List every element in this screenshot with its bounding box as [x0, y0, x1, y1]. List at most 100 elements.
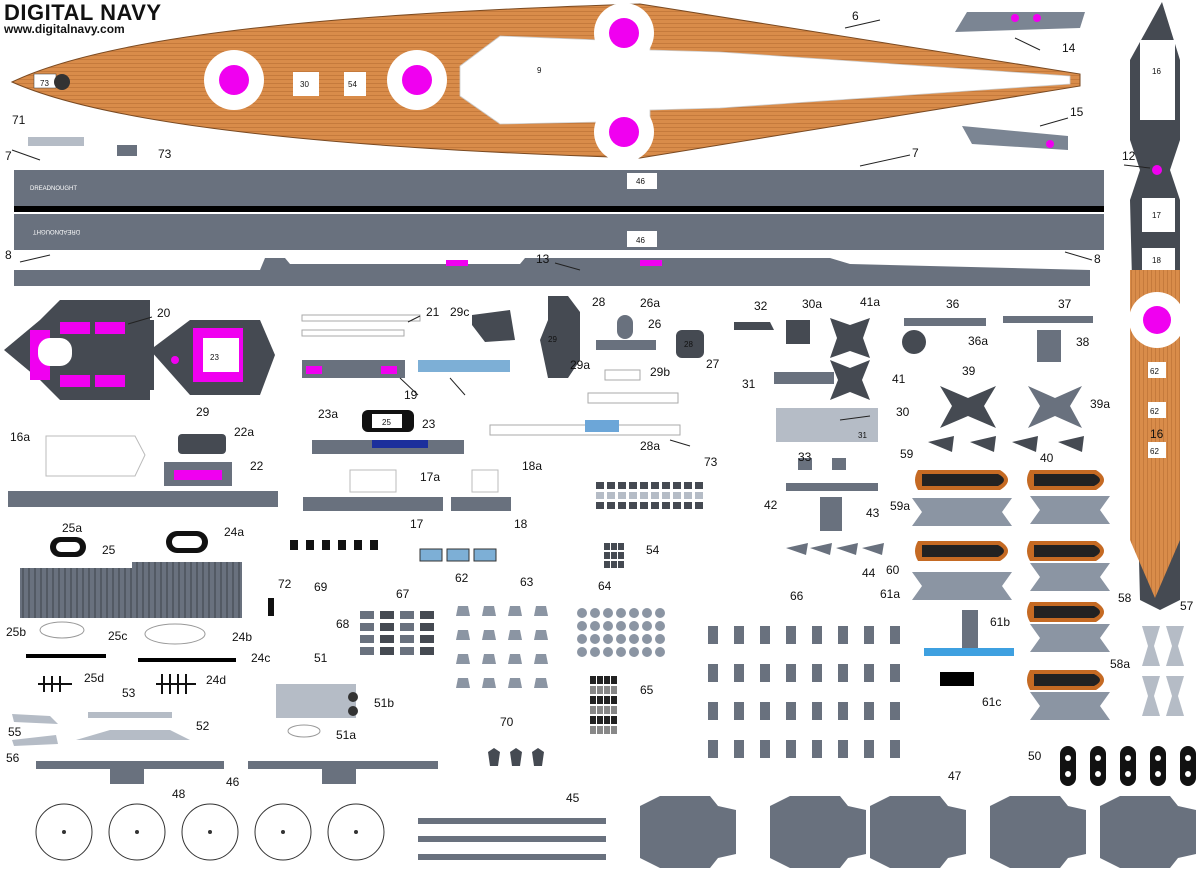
leader-line: [127, 316, 153, 325]
part-7-divider: [14, 206, 1104, 212]
part-number-label: 23a: [318, 407, 338, 421]
part-number-label: 25b: [6, 625, 26, 639]
part-57: [1142, 676, 1160, 716]
part-65-item: [577, 621, 587, 631]
part-61c: [940, 672, 974, 686]
part-number-label: 17a: [420, 470, 440, 484]
deck-mark: 25: [382, 418, 391, 427]
part-24b: [144, 623, 206, 645]
part-70-item: [338, 540, 346, 550]
part-67-item: [734, 626, 744, 644]
part-number-label: 15: [1070, 105, 1084, 119]
part-13-mark-b: [640, 260, 662, 266]
part-50-hole: [1155, 755, 1161, 761]
part-47: [990, 796, 1086, 868]
part-65-item: [603, 608, 613, 618]
part-67-item: [864, 702, 874, 720]
deck-mark: 31: [858, 431, 867, 440]
deck-label-46-upper-box: [627, 173, 657, 189]
deck-mark: 17: [1152, 211, 1161, 220]
part-62: [473, 548, 497, 562]
part-19-mark-b: [381, 366, 397, 374]
part-number-label: 64: [598, 579, 612, 593]
part-50-hole: [1155, 771, 1161, 777]
part-16: [8, 491, 278, 507]
part-50-hole: [1185, 771, 1191, 777]
part-74-cell: [596, 492, 604, 499]
part-number-label: 41a: [860, 295, 880, 309]
part-51b-b: [348, 706, 358, 716]
part-number-label: 29: [196, 405, 210, 419]
part-28: [540, 296, 580, 378]
part-65-item: [577, 608, 587, 618]
part-70-item: [306, 540, 314, 550]
part-70-item: [290, 540, 298, 550]
part-number-label: 29a: [570, 358, 590, 372]
part-number-label: 42: [764, 498, 778, 512]
part-number-label: 25a: [62, 521, 82, 535]
part-62: [446, 548, 470, 562]
part-66-cell: [590, 696, 596, 704]
part-32: [734, 322, 774, 330]
part-68-cell: [380, 611, 394, 619]
part-number-label: 24c: [251, 651, 270, 665]
part-67-item: [838, 664, 848, 682]
part-63-item: [456, 678, 470, 688]
deck-mark: 23: [210, 353, 219, 362]
part-63-item: [508, 606, 522, 616]
boat-58a-c: [1030, 624, 1110, 652]
part-number-label: 55: [8, 725, 22, 739]
part-54-cell: [604, 543, 610, 550]
part-number-label: 36: [946, 297, 960, 311]
deck-mark: 62: [1150, 367, 1159, 376]
part-number-label: 50: [1028, 749, 1042, 763]
part-50-hole: [1125, 755, 1131, 761]
part-number-label: 29c: [450, 305, 469, 319]
part-67-item: [760, 626, 770, 644]
part-68-cell: [420, 611, 434, 619]
part-number-label: 37: [1058, 297, 1072, 311]
part-65-item: [590, 608, 600, 618]
part-74-cell: [673, 492, 681, 499]
leader-line: [1039, 117, 1069, 127]
part-66-cell: [604, 726, 610, 734]
part-54-cell: [618, 552, 624, 559]
part-68-cell: [360, 647, 374, 655]
part-number-label: 20: [157, 306, 171, 320]
part-number-label: 28a: [640, 439, 660, 453]
part-65-item: [655, 647, 665, 657]
part-28a-blue: [585, 420, 619, 432]
part-25d: [38, 676, 72, 692]
part-48-center: [208, 830, 212, 834]
part-67-item: [812, 740, 822, 758]
part-66-cell: [597, 686, 603, 694]
part-66-cell: [597, 726, 603, 734]
part-63-item: [508, 678, 522, 688]
part-number-label: 8: [1094, 252, 1101, 266]
part-67-item: [708, 664, 718, 682]
part-number-label: 61c: [982, 695, 1001, 709]
part-56: [12, 735, 58, 746]
part-number-label: 32: [754, 299, 768, 313]
part-12-vertical-deck: [1129, 2, 1185, 610]
part-63-item: [456, 606, 470, 616]
part-74-cell: [618, 492, 626, 499]
part-number-label: 60: [886, 563, 900, 577]
part-50-hole: [1095, 755, 1101, 761]
part-65-item: [577, 634, 587, 644]
part-number-label: 74: [0, 0, 14, 3]
part-66-cell: [590, 676, 596, 684]
part-68-cell: [400, 647, 414, 655]
part-number-label: 27: [706, 357, 720, 371]
part-48-group: [35, 803, 385, 861]
part-67-item: [812, 702, 822, 720]
part-74-cell: [662, 482, 670, 489]
boat-59-inside: [922, 474, 1004, 486]
part-74-cell: [651, 502, 659, 509]
part-67-item: [812, 664, 822, 682]
boat-61a: [912, 572, 1012, 600]
part-68-cell: [400, 611, 414, 619]
part-54-cell: [611, 552, 617, 559]
part-67-item: [760, 702, 770, 720]
